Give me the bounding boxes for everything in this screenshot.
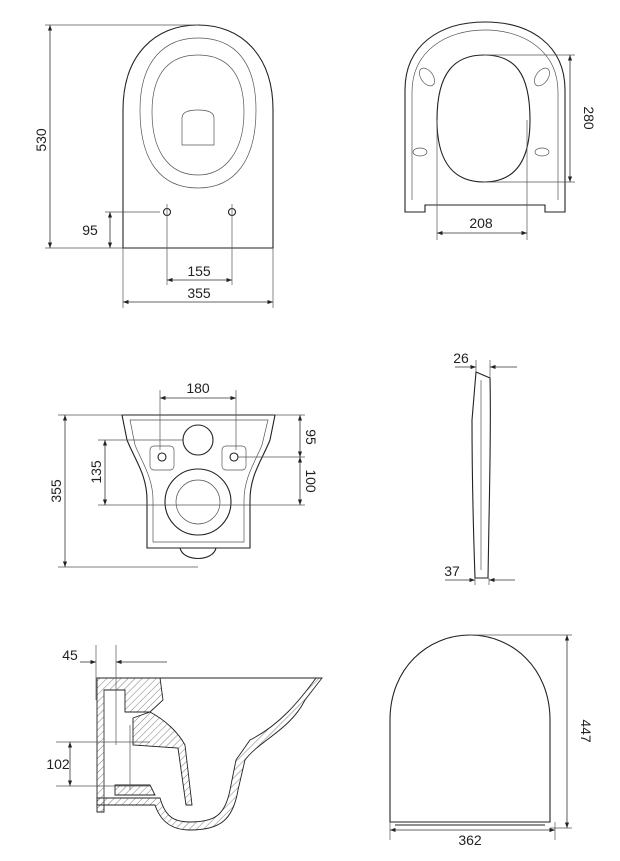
dim-width-label: 355: [187, 285, 211, 301]
seat-front-view: 447 362: [389, 634, 594, 848]
seat-top-view: 280 208: [404, 21, 597, 240]
toilet-section-view: 45 102: [46, 645, 323, 831]
dim-height-label: 530: [33, 128, 49, 152]
dim-seat-length-label: 447: [578, 719, 594, 743]
dim-rear-height-label: 355: [48, 479, 64, 503]
dim-bottom-thickness-label: 37: [444, 563, 460, 579]
dim-bolt-spacing-label: 180: [186, 380, 210, 396]
seat-side-view: 26 37: [444, 350, 517, 585]
dim-hole-height-label: 95: [82, 222, 98, 238]
dim-top-to-bolt-label: 95: [303, 429, 319, 445]
dim-seat-width-label: 362: [458, 832, 482, 848]
dim-outlet-diameter-label: 102: [46, 756, 70, 772]
dim-outlet-height-label: 135: [88, 460, 104, 484]
dim-opening-width-label: 208: [469, 215, 493, 231]
dim-bolt-to-outlet-label: 100: [303, 469, 319, 493]
toilet-rear-view: 180 355 135 95 100: [48, 380, 319, 568]
toilet-top-view: 530 95 155 355: [33, 24, 274, 308]
dim-wall-offset-label: 45: [62, 647, 78, 663]
dim-opening-length-label: 280: [581, 106, 597, 130]
dim-top-thickness-label: 26: [453, 350, 469, 366]
dim-hole-spacing-label: 155: [187, 263, 211, 279]
